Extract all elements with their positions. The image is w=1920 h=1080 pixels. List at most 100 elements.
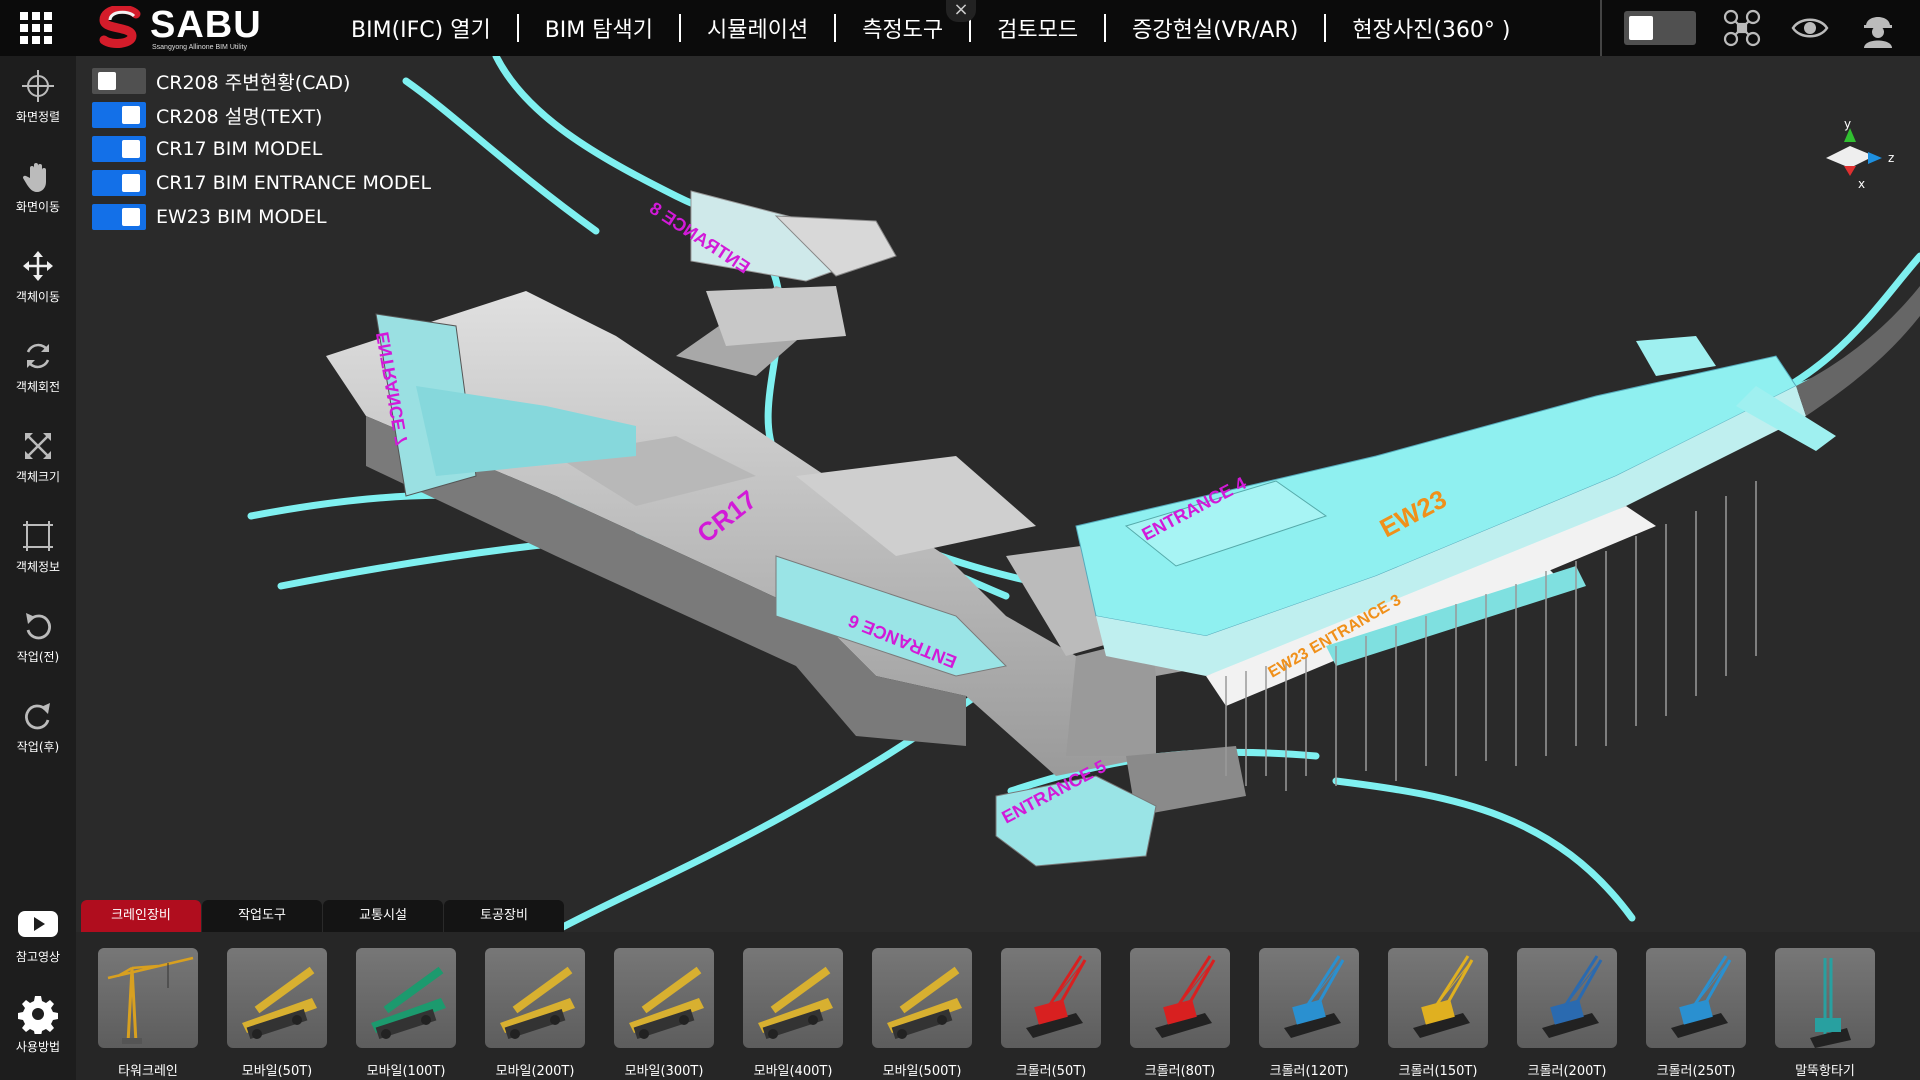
menu-item-7[interactable]: 현장사진(360° ) (1352, 18, 1511, 43)
top-right-controls (1600, 0, 1920, 56)
toggle-knob (122, 106, 140, 124)
equipment-item[interactable]: 크롤러(80T) (1130, 948, 1230, 1079)
tool-crosshair[interactable]: 화면정렬 (0, 68, 76, 125)
equipment-item[interactable]: 크롤러(120T) (1259, 948, 1359, 1079)
tool-info-box[interactable]: 객체정보 (0, 518, 76, 575)
crane-thumbnail-icon (1810, 958, 1851, 1048)
menu-item-4[interactable]: 측정도구 (862, 18, 944, 43)
layer-toggle[interactable] (92, 136, 146, 162)
equipment-item[interactable]: 모바일(300T) (614, 948, 714, 1079)
menu-separator (969, 14, 972, 42)
tool-undo[interactable]: 작업(전) (0, 608, 76, 665)
entrance-5-model (995, 775, 1157, 867)
crane-thumbnail-icon (1155, 955, 1216, 1038)
crane-thumbnail-icon (242, 966, 317, 1039)
equipment-label: 모바일(400T) (753, 1064, 833, 1079)
layer-toggle[interactable] (92, 170, 146, 196)
equipment-label: 모바일(500T) (882, 1064, 962, 1079)
crosshair-icon (22, 70, 54, 102)
apps-grid-icon[interactable] (20, 12, 52, 44)
menu-item-2[interactable]: BIM 탐색기 (544, 18, 653, 43)
tool-label: 참고영상 (15, 950, 61, 964)
tool-label: 객체크기 (15, 470, 61, 484)
tool-redo[interactable]: 작업(후) (0, 698, 76, 755)
entrance-7-model (375, 313, 636, 497)
layer-row: CR208 주변현황(CAD) (92, 64, 431, 98)
entrance-8-model (690, 190, 897, 282)
tool-hand[interactable]: 화면이동 (0, 158, 76, 215)
axis-gizmo[interactable]: y z x (1826, 117, 1894, 191)
menu-item-6[interactable]: 증강현실(VR/AR) (1132, 18, 1299, 43)
sabu-s-logo-icon (99, 6, 141, 48)
equipment-label: 타워크레인 (118, 1064, 178, 1079)
equipment-thumbnail (1646, 948, 1746, 1048)
equipment-thumbnail (227, 948, 327, 1048)
rotate-icon (26, 343, 50, 369)
equipment-item[interactable]: 모바일(400T) (743, 948, 843, 1079)
axis-x-label: x (1858, 177, 1865, 191)
tool-rotate[interactable]: 객체회전 (0, 338, 76, 395)
tool-gear[interactable]: 사용방법 (0, 994, 76, 1055)
close-icon[interactable]: × (946, 0, 976, 22)
equipment-item[interactable]: 크롤러(150T) (1388, 948, 1488, 1079)
crane-thumbnail-icon (1413, 955, 1474, 1038)
toggle-knob (1629, 16, 1653, 40)
layer-row: CR208 설명(TEXT) (92, 98, 431, 132)
layer-toggle[interactable] (92, 204, 146, 230)
gear-icon (18, 996, 58, 1034)
crane-thumbnail-icon (371, 966, 446, 1039)
tool-label: 객체이동 (15, 290, 61, 304)
equipment-label: 모바일(50T) (241, 1064, 313, 1079)
menu-item-3[interactable]: 시뮬레이션 (707, 18, 809, 43)
equipment-item[interactable]: 타워크레인 (98, 948, 198, 1079)
equipment-item[interactable]: 크롤러(250T) (1646, 948, 1746, 1079)
bim-3d-viewport[interactable]: ENTRANCE 8 ENTRANCE 7 CR17 ENTRANCE 6 EN… (76, 56, 1920, 936)
equipment-label: 크롤러(120T) (1269, 1064, 1349, 1079)
brand-name: SABU (150, 4, 262, 46)
view-toggle[interactable] (1624, 11, 1696, 45)
tab-3[interactable]: 교통시설 (323, 900, 443, 932)
tool-resize[interactable]: 객체크기 (0, 428, 76, 485)
equipment-item[interactable]: 모바일(500T) (872, 948, 972, 1079)
menu-item-1[interactable]: BIM(IFC) 열기 (351, 18, 491, 43)
tool-label: 객체정보 (15, 560, 61, 574)
equipment-item[interactable]: 모바일(50T) (227, 948, 327, 1079)
tool-label: 사용방법 (15, 1040, 61, 1054)
equipment-item[interactable]: 모바일(200T) (485, 948, 585, 1079)
worker-helmet-icon[interactable] (1858, 8, 1898, 48)
equipment-item[interactable]: 말뚝항타기 (1775, 948, 1875, 1079)
equipment-label: 모바일(200T) (495, 1064, 575, 1079)
ew23-piles (1225, 481, 1757, 791)
toggle-knob (122, 140, 140, 158)
crane-thumbnail-icon (1671, 955, 1732, 1038)
equipment-thumbnail (1130, 948, 1230, 1048)
crane-thumbnail-icon (1542, 955, 1603, 1038)
equipment-thumbnail (872, 948, 972, 1048)
equipment-item[interactable]: 크롤러(50T) (1001, 948, 1101, 1079)
move-arrows-icon (23, 251, 53, 281)
layer-row: CR17 BIM ENTRANCE MODEL (92, 166, 431, 200)
layer-label: CR208 주변현황(CAD) (156, 71, 351, 94)
layer-toggle[interactable] (92, 68, 146, 94)
menu-separator (1324, 14, 1327, 42)
tab-2[interactable]: 작업도구 (202, 900, 322, 932)
tool-label: 화면정렬 (15, 110, 61, 124)
menu-item-5[interactable]: 검토모드 (997, 18, 1079, 43)
equipment-thumbnail (1388, 948, 1488, 1048)
toggle-knob (122, 208, 140, 226)
equipment-item[interactable]: 모바일(100T) (356, 948, 456, 1079)
eye-icon[interactable] (1790, 8, 1830, 48)
drone-icon[interactable] (1722, 8, 1762, 48)
tool-youtube[interactable]: 참고영상 (0, 904, 76, 965)
layer-toggle[interactable] (92, 102, 146, 128)
equipment-thumbnail (743, 948, 843, 1048)
tab-1[interactable]: 크레인장비 (81, 900, 201, 932)
tool-move-arrows[interactable]: 객체이동 (0, 248, 76, 305)
tab-4[interactable]: 토공장비 (444, 900, 564, 932)
crane-thumbnail-icon (629, 966, 704, 1039)
youtube-icon (18, 911, 58, 937)
menu-separator (516, 14, 519, 42)
equipment-item[interactable]: 크롤러(200T) (1517, 948, 1617, 1079)
